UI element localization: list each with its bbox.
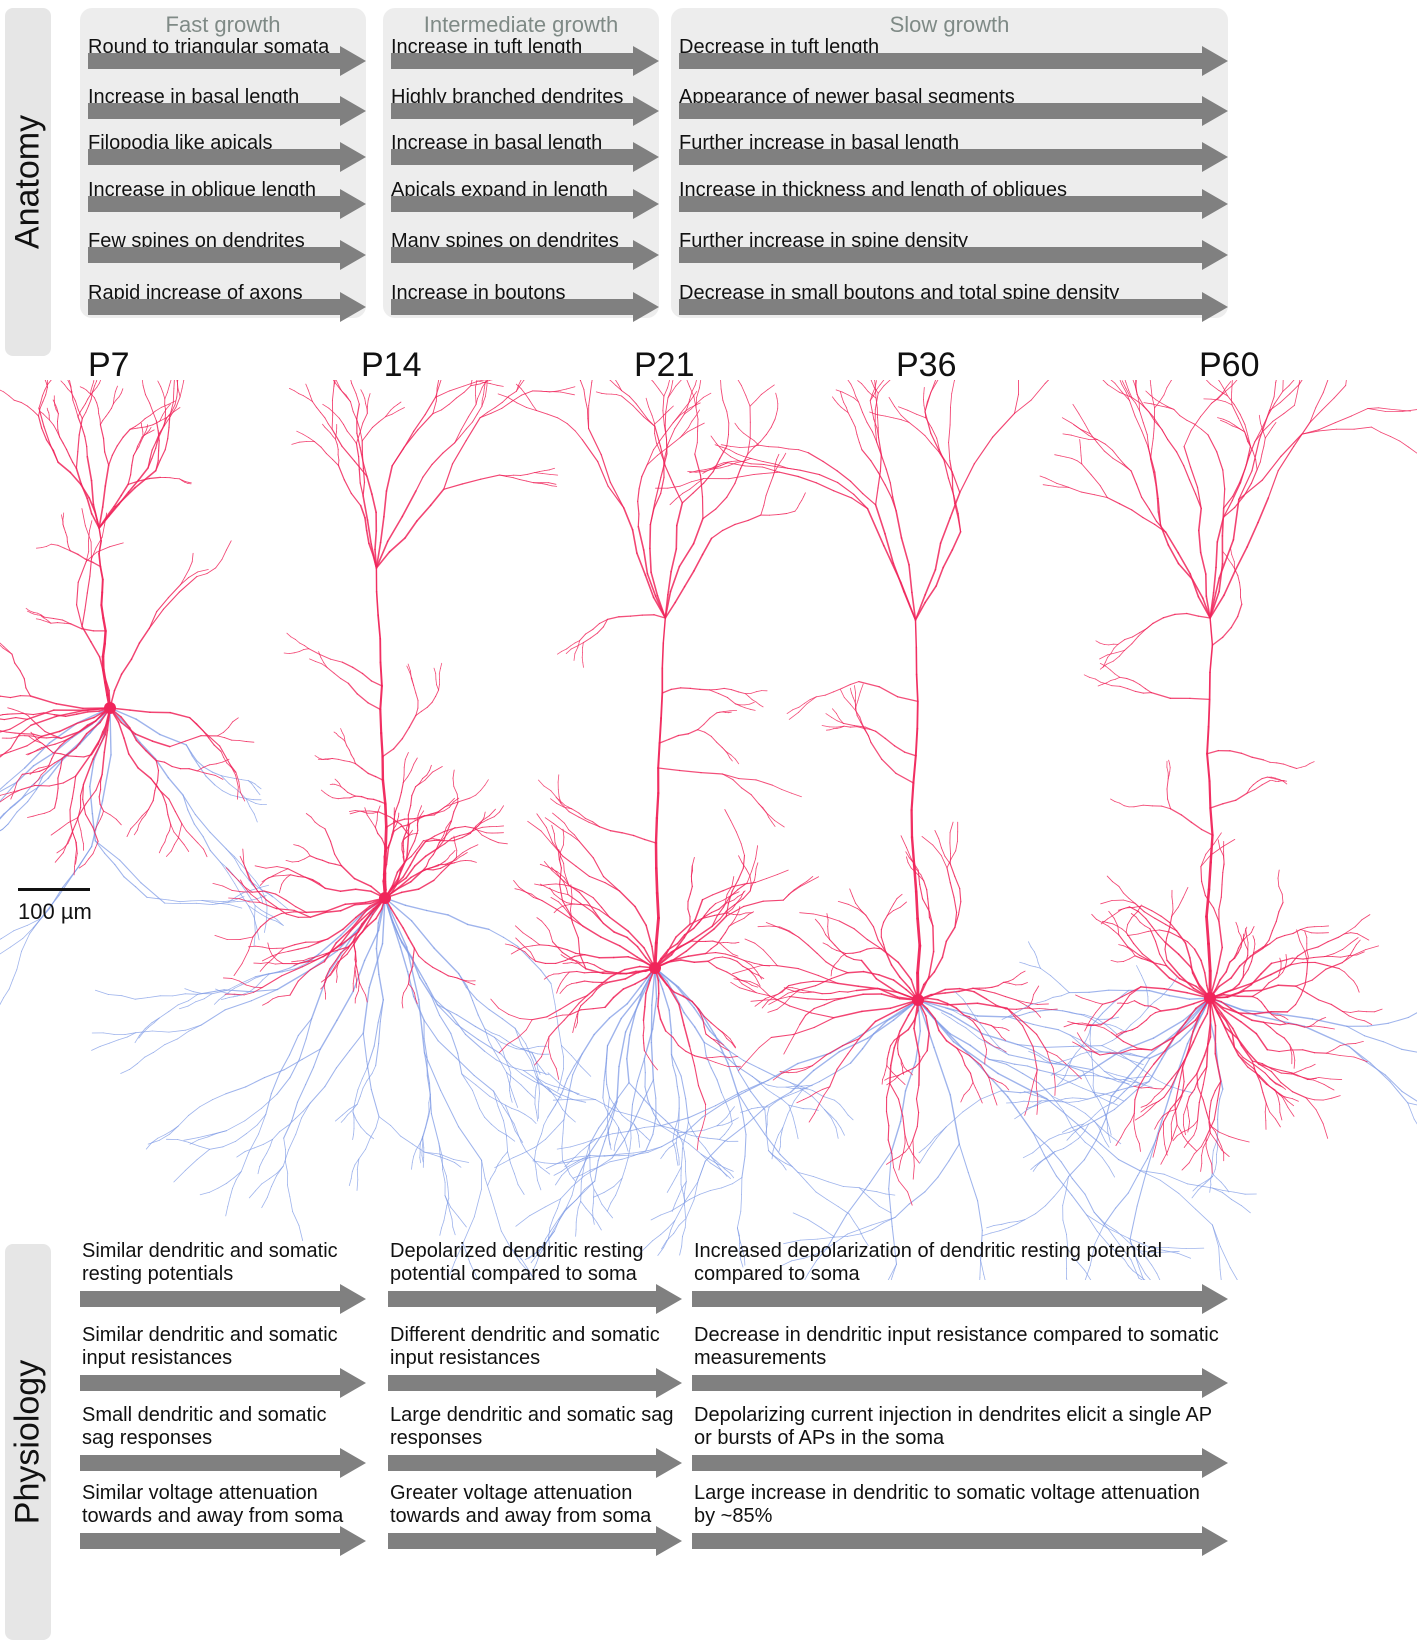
age-label-p21: P21 xyxy=(634,346,695,384)
anatomy-section-tab: Anatomy xyxy=(5,8,51,356)
anatomy-item-text: Further increase in spine density xyxy=(679,230,969,252)
physiology-item-text: Depolarizing current injection in dendri… xyxy=(694,1404,1212,1449)
progress-arrow xyxy=(88,96,366,126)
progress-arrow xyxy=(80,1284,366,1314)
anatomy-item-text: Many spines on dendrites xyxy=(391,230,619,252)
physiology-item-text: Large dendritic and somatic sag response… xyxy=(390,1404,674,1449)
progress-arrow xyxy=(388,1368,682,1398)
physiology-item-text: Different dendritic and somatic input re… xyxy=(390,1324,660,1369)
age-label-p14: P14 xyxy=(361,346,422,384)
stage-title-slow: Slow growth xyxy=(889,12,1010,37)
progress-arrow xyxy=(391,46,659,76)
stage-title-fast: Fast growth xyxy=(165,12,281,37)
anatomy-item-text: Further increase in basal length xyxy=(679,132,960,154)
age-label-p36: P36 xyxy=(896,346,957,384)
progress-arrow xyxy=(679,46,1228,76)
anatomy-item-text: Increase in basal length xyxy=(88,86,300,108)
progress-arrow xyxy=(88,292,366,322)
progress-arrow xyxy=(88,240,366,270)
anatomy-item-text: Rapid increase of axons xyxy=(88,282,303,304)
physiology-column-intermediate: Depolarized dendritic resting potential … xyxy=(388,1238,682,1640)
anatomy-item-text: Round to triangular somata xyxy=(88,36,330,58)
physiology-section-label: Physiology xyxy=(8,1359,47,1525)
progress-arrow xyxy=(679,142,1228,172)
anatomy-item-text: Increase in basal length xyxy=(391,132,603,154)
progress-arrow xyxy=(679,96,1228,126)
scale-bar-line xyxy=(18,888,90,891)
neuron-reconstructions xyxy=(0,380,1417,1280)
progress-arrow xyxy=(391,142,659,172)
anatomy-item-text: Apicals expand in length xyxy=(391,179,608,201)
scale-bar: 100 µm xyxy=(18,888,92,925)
progress-arrow xyxy=(88,142,366,172)
progress-arrow xyxy=(391,292,659,322)
anatomy-section-label: Anatomy xyxy=(8,114,47,250)
scale-bar-label: 100 µm xyxy=(18,899,92,924)
age-label-p7: P7 xyxy=(88,346,130,384)
physiology-item-text: Greater voltage attenuation towards and … xyxy=(390,1482,652,1527)
age-label-p60: P60 xyxy=(1199,346,1260,384)
progress-arrow xyxy=(679,189,1228,219)
anatomy-item-text: Filopodia like apicals xyxy=(88,132,273,154)
anatomy-item-text: Few spines on dendrites xyxy=(88,230,305,252)
progress-arrow xyxy=(388,1284,682,1314)
anatomy-item-text: Decrease in tuft length xyxy=(679,36,880,58)
progress-arrow xyxy=(679,292,1228,322)
physiology-column-slow: Increased depolarization of dendritic re… xyxy=(692,1238,1228,1640)
physiology-section-tab: Physiology xyxy=(5,1244,51,1640)
progress-arrow xyxy=(80,1526,366,1556)
stage-title-intermediate: Intermediate growth xyxy=(423,12,619,37)
anatomy-item-text: Increase in boutons xyxy=(391,282,566,304)
progress-arrow xyxy=(88,46,366,76)
physiology-item-text: Large increase in dendritic to somatic v… xyxy=(694,1482,1200,1527)
progress-arrow xyxy=(80,1448,366,1478)
physiology-item-text: Similar dendritic and somatic input resi… xyxy=(82,1324,338,1369)
physiology-item-text: Small dendritic and somatic sag response… xyxy=(82,1404,327,1449)
progress-arrow xyxy=(692,1526,1228,1556)
anatomy-item-text: Increase in thickness and length of obli… xyxy=(679,179,1068,201)
progress-arrow xyxy=(388,1526,682,1556)
anatomy-item-text: Decrease in small boutons and total spin… xyxy=(679,282,1120,304)
progress-arrow xyxy=(391,96,659,126)
progress-arrow xyxy=(88,189,366,219)
anatomy-panel-intermediate: Intermediate growth Increase in tuft len… xyxy=(383,8,659,322)
anatomy-item-text: Increase in tuft length xyxy=(391,36,583,58)
progress-arrow xyxy=(679,240,1228,270)
progress-arrow xyxy=(391,189,659,219)
progress-arrow xyxy=(692,1448,1228,1478)
anatomy-item-text: Highly branched dendrites xyxy=(391,86,624,108)
progress-arrow xyxy=(692,1284,1228,1314)
physiology-item-text: Similar voltage attenuation towards and … xyxy=(82,1482,344,1527)
progress-arrow xyxy=(692,1368,1228,1398)
anatomy-item-text: Appearance of newer basal segments xyxy=(679,86,1015,108)
progress-arrow xyxy=(391,240,659,270)
anatomy-item-text: Increase in oblique length xyxy=(88,179,316,201)
progress-arrow xyxy=(388,1448,682,1478)
physiology-item-text: Similar dendritic and somatic resting po… xyxy=(82,1240,338,1285)
physiology-item-text: Depolarized dendritic resting potential … xyxy=(390,1240,644,1285)
physiology-item-text: Increased depolarization of dendritic re… xyxy=(694,1240,1163,1285)
progress-arrow xyxy=(80,1368,366,1398)
physiology-item-text: Decrease in dendritic input resistance c… xyxy=(694,1324,1219,1369)
physiology-column-fast: Similar dendritic and somatic resting po… xyxy=(80,1238,366,1640)
